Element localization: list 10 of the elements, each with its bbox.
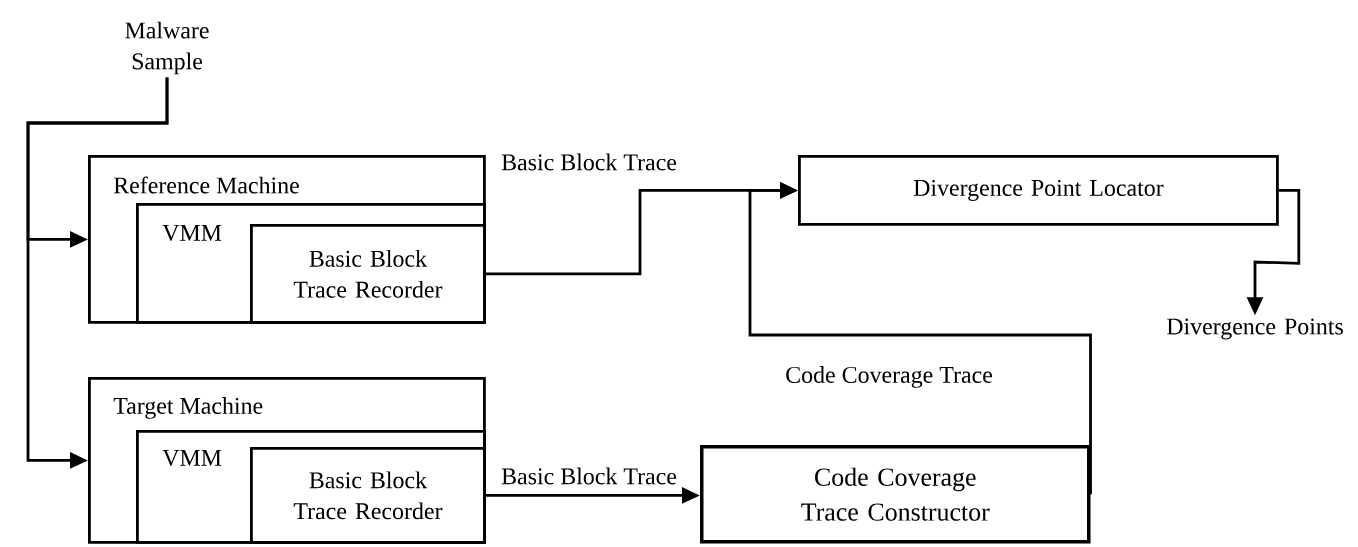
arrow bbox=[748, 182, 1092, 495]
output-label: Divergence Points bbox=[1166, 318, 1343, 340]
edge-label: Basic Block Trace bbox=[501, 153, 677, 171]
recorder-box: Basic Block Trace Recorder bbox=[250, 224, 486, 324]
sample-label: Malware Sample bbox=[125, 21, 209, 75]
recorder-box: Basic Block Trace Recorder bbox=[250, 447, 486, 544]
locator-box: Divergence Point Locator bbox=[798, 155, 1279, 226]
edge-label: Basic Block Trace bbox=[501, 467, 677, 485]
constructor-box: Code Coverage Trace Constructor bbox=[700, 445, 1091, 544]
edge-label: Code Coverage Trace bbox=[786, 366, 992, 388]
